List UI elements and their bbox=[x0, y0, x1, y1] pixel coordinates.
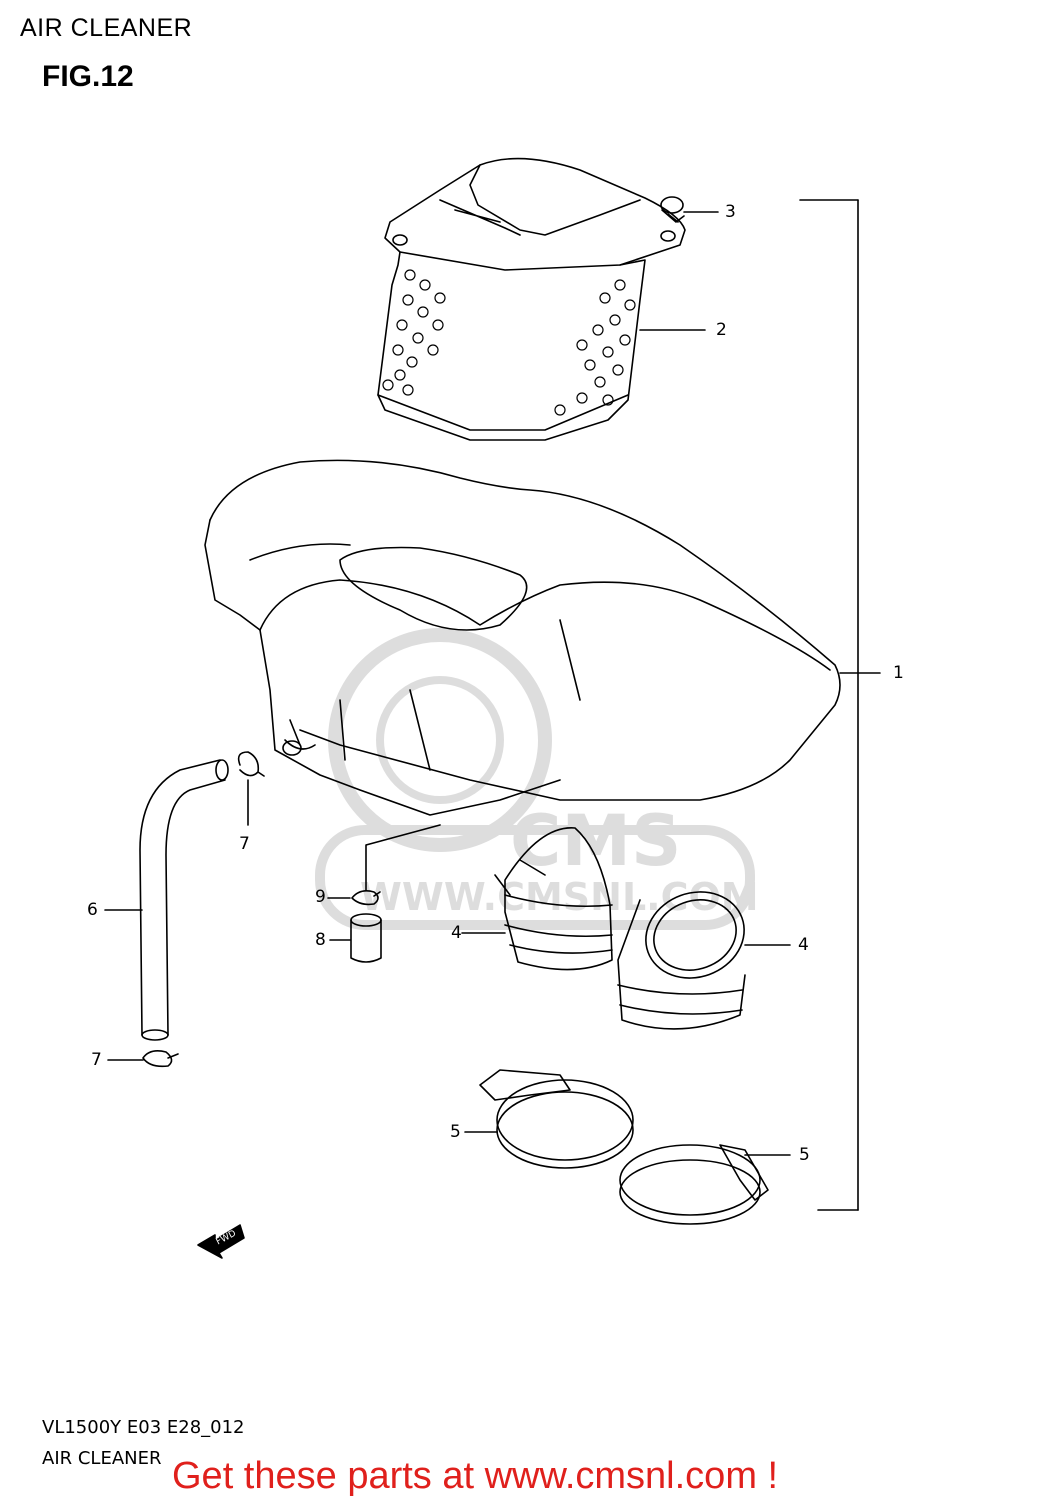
intake-pipe-right bbox=[617, 891, 791, 1030]
intake-pipe-left bbox=[461, 827, 613, 971]
callout-9: 9 bbox=[315, 887, 326, 907]
air-cleaner-case bbox=[204, 459, 881, 816]
pipe-clamp-left bbox=[464, 1069, 634, 1169]
air-filter-element bbox=[377, 157, 706, 441]
callout-5-right: 5 bbox=[799, 1145, 810, 1165]
figure-label: FIG.12 bbox=[42, 60, 134, 93]
assembly-bracket bbox=[799, 199, 859, 1211]
callout-3: 3 bbox=[725, 202, 736, 222]
fwd-arrow-icon bbox=[197, 1224, 245, 1259]
callout-8: 8 bbox=[315, 930, 326, 950]
model-code: VL1500Y E03 E28_012 bbox=[42, 1417, 245, 1438]
callout-2: 2 bbox=[716, 320, 727, 340]
callout-7-upper: 7 bbox=[239, 834, 250, 854]
callout-5-left: 5 bbox=[450, 1122, 461, 1142]
promo-link[interactable]: Get these parts at www.cmsnl.com ! bbox=[172, 1455, 779, 1497]
callout-4-left: 4 bbox=[451, 923, 462, 943]
callout-7-lower: 7 bbox=[91, 1050, 102, 1070]
section-title: AIR CLEANER bbox=[20, 14, 193, 42]
callout-6: 6 bbox=[87, 900, 98, 920]
hose-clamp-upper bbox=[237, 751, 265, 826]
drain-hose bbox=[104, 759, 229, 1041]
small-clip bbox=[327, 824, 441, 906]
screw-part bbox=[660, 196, 719, 223]
footer-caption: AIR CLEANER bbox=[42, 1448, 162, 1469]
hose-clamp-lower bbox=[107, 1050, 179, 1068]
watermark-logo: CMS WWW.CMSNL.COM bbox=[315, 628, 759, 930]
callout-1: 1 bbox=[893, 663, 904, 683]
pipe-clamp-right bbox=[619, 1144, 791, 1225]
callout-4-right: 4 bbox=[798, 935, 809, 955]
rubber-sleeve bbox=[329, 913, 382, 963]
watermark-url: WWW.CMSNL.COM bbox=[360, 875, 759, 919]
